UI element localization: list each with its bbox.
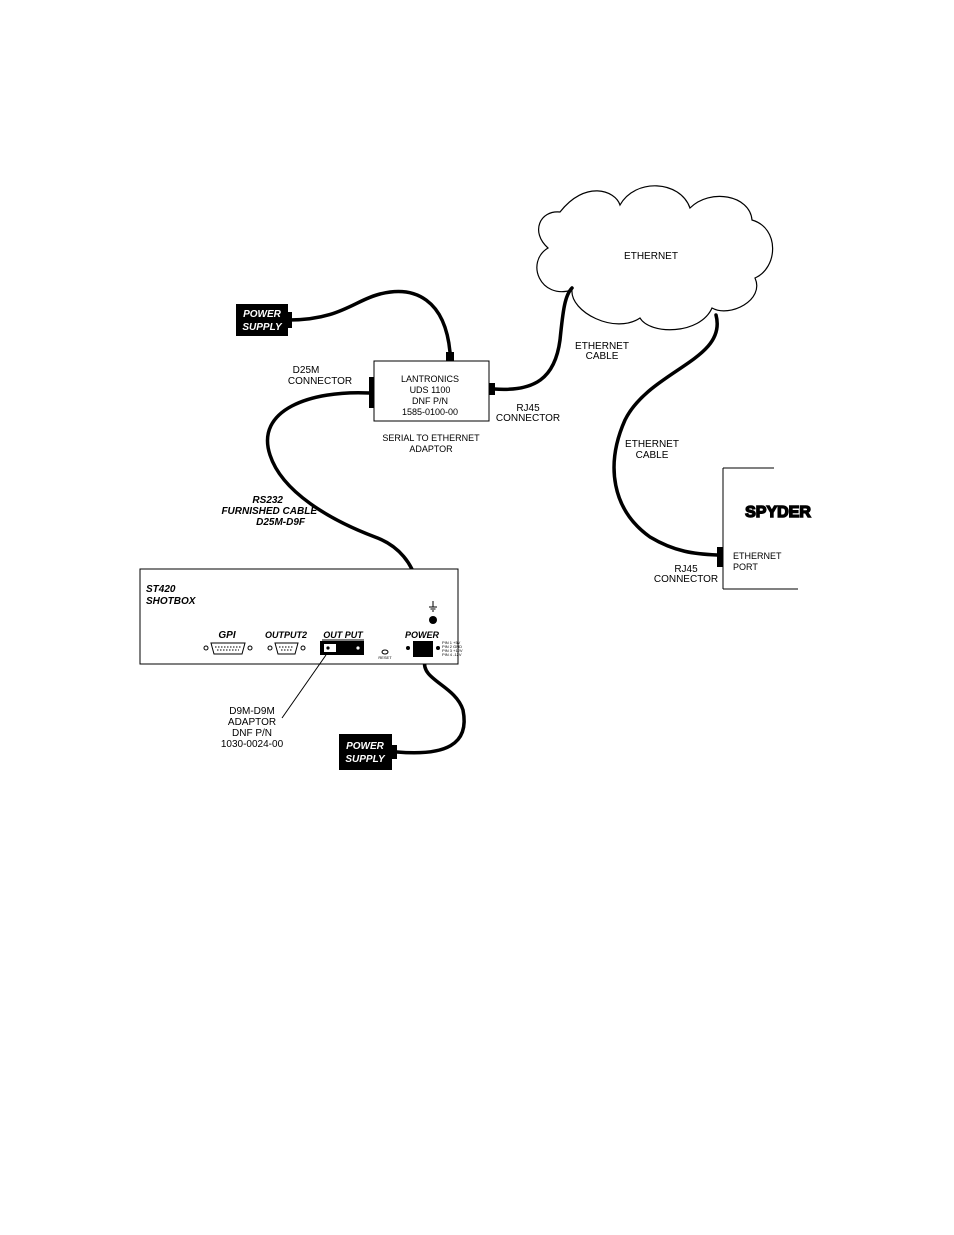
output2-connector-icon	[267, 642, 306, 655]
rj45-spyder-line1: RJ45	[674, 564, 698, 575]
rs232-cable-label: RS232 FURNISHED CABLE D25M-D9F	[221, 495, 317, 528]
d25m-connector-label: D25M CONNECTOR	[288, 365, 352, 387]
ethernet-cable-spyder	[612, 313, 719, 557]
output2-label: OUTPUT2	[265, 630, 307, 640]
adaptor-line1: LANTRONICS	[401, 374, 459, 384]
d9m-line2: ADAPTOR	[228, 717, 276, 728]
d9m-line1: D9M-D9M	[229, 706, 275, 717]
shotbox-title-line1: ST420	[146, 584, 176, 595]
ethernet-cable-right-line2: CABLE	[636, 450, 669, 461]
adaptor-line3: DNF P/N	[412, 396, 448, 406]
d9m-adaptor-label: D9M-D9M ADAPTOR DNF P/N 1030-0024-00	[221, 654, 327, 750]
ground-icon	[429, 601, 437, 624]
rs232-line1: RS232	[252, 495, 283, 506]
output-connector-icon	[320, 641, 364, 655]
rs232-line2: FURNISHED CABLE	[221, 506, 317, 517]
power-label: POWER	[405, 630, 440, 640]
pin2-label: PIN 2 GND	[442, 644, 462, 649]
adaptor-line4: 1585-0100-00	[402, 407, 458, 417]
ethernet-cable-adaptor	[492, 286, 574, 392]
d25m-line1: D25M	[293, 365, 320, 376]
reset-label: RESET	[378, 655, 392, 660]
power-connector-icon	[406, 641, 440, 657]
pin4-label: PIN 4 -12V	[442, 652, 462, 657]
power-supply-top-line2: SUPPLY	[242, 322, 283, 333]
rs232-line3: D25M-D9F	[256, 517, 306, 528]
d25m-line2: CONNECTOR	[288, 376, 352, 387]
spyder-title: SPYDER	[745, 504, 811, 521]
gpi-label: GPI	[218, 630, 235, 641]
serial-ethernet-adaptor: LANTRONICS UDS 1100 DNF P/N 1585-0100-00…	[369, 352, 495, 454]
adaptor-caption-line1: SERIAL TO ETHERNET	[382, 433, 480, 443]
shotbox-title-line2: SHOTBOX	[146, 596, 197, 607]
power-cable-top	[287, 289, 452, 354]
ethernet-cable-top-line1: ETHERNET	[575, 341, 629, 352]
output-label: OUT PUT	[323, 630, 364, 640]
cables	[266, 286, 719, 755]
pin3-label: PIN 3 +12V	[442, 648, 463, 653]
gpi-connector-icon	[203, 642, 253, 655]
rj45-adaptor-label: RJ45 CONNECTOR	[496, 403, 560, 424]
ethernet-cloud: ETHERNET	[536, 185, 774, 331]
d9m-line3: DNF P/N	[232, 728, 272, 739]
spyder-port-line2: PORT	[733, 562, 758, 572]
ethernet-cable-right-label: ETHERNET CABLE	[625, 439, 679, 461]
rj45-adaptor-line1: RJ45	[516, 403, 540, 414]
adaptor-line2: UDS 1100	[410, 385, 451, 395]
power-supply-top: POWER SUPPLY	[236, 304, 292, 336]
st420-shotbox: ST420 SHOTBOX GPI OUTPUT2 OUT PUT	[139, 568, 463, 665]
power-supply-bottom-line1: POWER	[346, 741, 385, 752]
power-supply-bottom-line2: SUPPLY	[345, 754, 386, 765]
d9m-line4: 1030-0024-00	[221, 739, 284, 750]
rj45-spyder-line2: CONNECTOR	[654, 574, 718, 585]
ethernet-cable-right-line1: ETHERNET	[625, 439, 679, 450]
spyder-device: SPYDER ETHERNET PORT	[717, 467, 812, 590]
rj45-spyder-label: RJ45 CONNECTOR	[654, 564, 718, 585]
adaptor-caption-line2: ADAPTOR	[409, 444, 453, 454]
power-cable-bottom	[395, 658, 466, 755]
ethernet-cloud-label: ETHERNET	[624, 251, 678, 262]
rj45-adaptor-line2: CONNECTOR	[496, 413, 560, 424]
reset-button-icon	[381, 649, 389, 655]
pin1-label: PIN 1 +5V	[442, 640, 461, 645]
power-supply-top-line1: POWER	[243, 309, 282, 320]
power-supply-bottom: POWER SUPPLY	[339, 734, 397, 770]
ethernet-cable-top-line2: CABLE	[586, 351, 619, 362]
ethernet-cable-top-label: ETHERNET CABLE	[575, 341, 629, 362]
spyder-port-line1: ETHERNET	[733, 551, 782, 561]
